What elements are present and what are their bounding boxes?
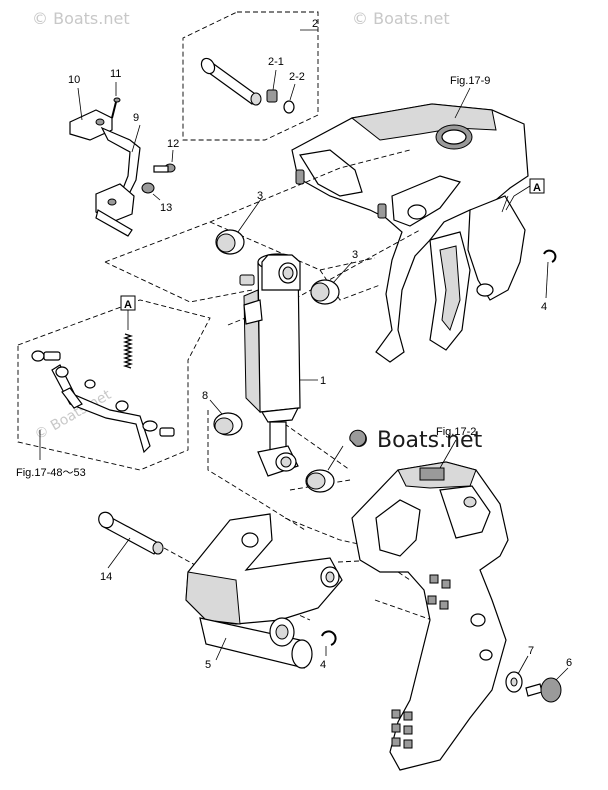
group-box-pin-set (182, 11, 319, 141)
marker-a-top: A (501, 178, 545, 213)
ref-fig-17-48-53: Fig.17-48～53 (16, 467, 86, 479)
callout-1: 1 (320, 375, 326, 387)
callout-6: 6 (566, 657, 572, 669)
callout-2: 2 (312, 18, 318, 30)
callout-3-upper: 3 (257, 190, 263, 202)
watermark-top-left: © Boats.net (32, 9, 130, 28)
nut-2-1 (266, 89, 278, 103)
bushing-3-upper (215, 229, 245, 255)
callout-2-1: 2-1 (268, 56, 284, 68)
bushing-3-rod (305, 469, 335, 493)
callout-2-2: 2-2 (289, 71, 305, 83)
bushing-2-2 (283, 100, 295, 114)
screw-11 (111, 97, 121, 119)
callout-9: 9 (133, 112, 139, 124)
marker-a-top-label: A (533, 182, 541, 194)
callout-4-lower: 4 (320, 659, 326, 671)
callout-7: 7 (528, 645, 534, 657)
ref-fig-17-9-label: Fig.17-9 (450, 75, 490, 87)
bolt-12 (153, 163, 176, 173)
swivel-bracket (291, 103, 529, 363)
spring (122, 333, 134, 369)
bushing-3-lower (310, 279, 340, 305)
watermark-text: © Boats.net (32, 9, 130, 28)
callout-3-lower: 3 (352, 249, 358, 261)
callout-13: 13 (160, 202, 172, 214)
marker-a-left-label: A (124, 299, 132, 311)
ref-fig-17-2: Fig.17-2 (436, 426, 476, 469)
callout-10: 10 (68, 74, 80, 86)
callout-4-upper: 4 (541, 301, 547, 313)
circlip-4-lower (321, 630, 337, 646)
watermark-text: © Boats.net (352, 9, 450, 28)
group-box-tilt-lever: A (17, 295, 211, 471)
callout-11: 11 (110, 68, 121, 80)
callout-5: 5 (205, 659, 211, 671)
bushing-8 (213, 412, 243, 436)
callout-14: 14 (100, 571, 112, 583)
washer-7 (505, 671, 523, 693)
circlip-4-upper (543, 249, 557, 263)
ref-fig-17-9: Fig.17-9 (450, 75, 490, 119)
trim-tilt-cylinder (239, 253, 367, 477)
callout-12: 12 (167, 138, 179, 150)
clamp-bracket (351, 461, 509, 771)
watermark-text: © Boats.net (348, 428, 483, 453)
bolt-6 (525, 677, 562, 703)
tilt-link-5 (185, 513, 343, 669)
watermark-top-right: © Boats.net (352, 9, 450, 28)
pin-2 (200, 57, 262, 106)
bracket-9 (69, 109, 141, 237)
ref-fig-17-2-label: Fig.17-2 (436, 426, 476, 438)
nut-13 (141, 182, 155, 194)
tilt-lever (51, 364, 151, 454)
watermark-center: © Boats.net (348, 428, 483, 453)
callout-8: 8 (202, 390, 208, 402)
